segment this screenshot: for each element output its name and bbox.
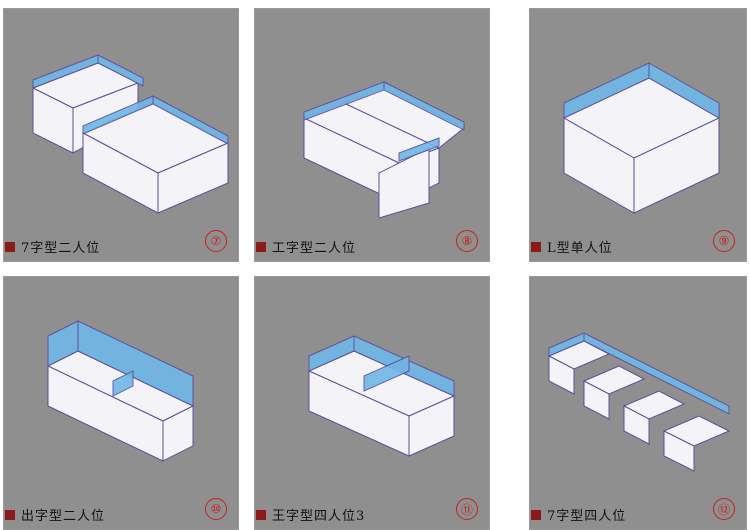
desk-illustration	[547, 332, 731, 472]
number-badge: ⑫	[713, 498, 735, 520]
desk-illustration	[562, 62, 721, 214]
tile-label: 工字型二人位	[272, 241, 357, 256]
number-badge: ⑧	[456, 230, 478, 252]
number-badge: ⑩	[205, 498, 227, 520]
desk-illustration	[31, 54, 230, 214]
product-tile-2[interactable]: 工字型二人位 ⑧	[254, 8, 490, 262]
tile-caption: 7字型二人位	[5, 237, 100, 256]
desk-illustration	[307, 335, 456, 457]
product-tile-1[interactable]: 7字型二人位 ⑦	[3, 8, 239, 262]
bullet-square	[256, 241, 266, 252]
product-tile-5[interactable]: 王字型四人位3 ⑪	[254, 276, 490, 530]
number-badge: ⑪	[456, 498, 478, 520]
tile-caption: 7字型四人位	[531, 505, 626, 524]
tile-caption: 出字型二人位	[5, 505, 105, 524]
bullet-square	[5, 509, 15, 520]
tile-label: 7字型四人位	[547, 509, 627, 524]
product-tile-4[interactable]: 出字型二人位 ⑩	[3, 276, 239, 530]
bullet-square	[531, 509, 541, 520]
bullet-square	[5, 241, 15, 252]
bullet-square	[256, 509, 266, 520]
bullet-square	[531, 241, 541, 252]
number-badge: ⑨	[713, 230, 735, 252]
tile-label: 7字型二人位	[21, 241, 101, 256]
desk-illustration	[46, 320, 195, 462]
tile-caption: 王字型四人位3	[256, 505, 365, 524]
tile-caption: L型单人位	[531, 237, 613, 256]
tile-label: L型单人位	[547, 241, 613, 256]
tile-label: 出字型二人位	[21, 509, 106, 524]
tile-label: 王字型四人位3	[272, 509, 366, 524]
tile-caption: 工字型二人位	[256, 237, 356, 256]
desk-illustration	[302, 81, 465, 219]
product-tile-6[interactable]: 7字型四人位 ⑫	[529, 276, 747, 530]
number-badge: ⑦	[205, 230, 227, 252]
product-tile-3[interactable]: L型单人位 ⑨	[529, 8, 747, 262]
